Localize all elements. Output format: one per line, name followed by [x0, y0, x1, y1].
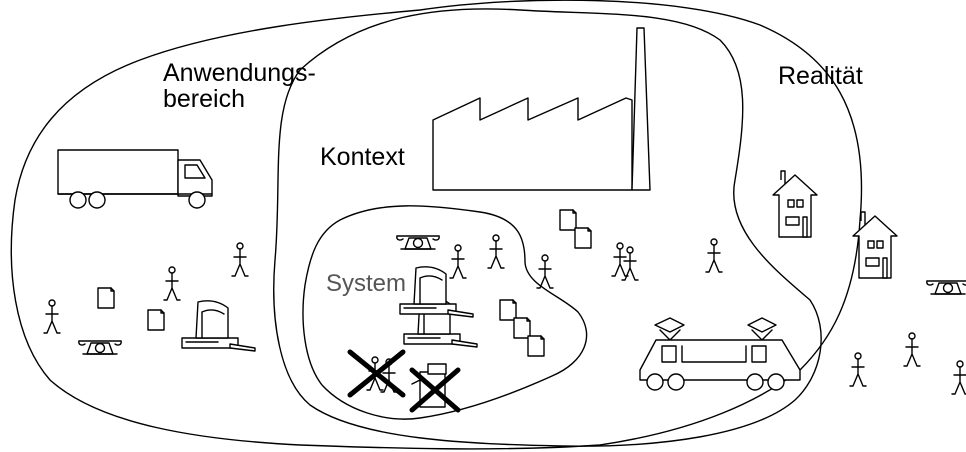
telephone-icon — [396, 235, 440, 250]
system-label: System — [326, 270, 406, 297]
person-icon — [951, 360, 966, 395]
kontext-region-outline — [273, 8, 822, 447]
document-icon — [527, 335, 545, 357]
telephone-icon — [78, 340, 122, 355]
person-icon — [611, 242, 629, 277]
person-icon — [449, 244, 467, 279]
realitaet-label: Realität — [778, 62, 863, 90]
document-icon — [513, 317, 531, 339]
factory-icon — [432, 27, 651, 191]
person-icon — [849, 352, 867, 387]
person-icon — [903, 332, 921, 367]
system-region-outline — [302, 205, 588, 420]
anwendungsbereich-label-line1: Anwendungs- — [163, 59, 316, 87]
document-icon — [574, 227, 592, 249]
train-icon — [639, 317, 801, 391]
document-icon — [499, 299, 517, 321]
computer-icon — [181, 300, 256, 352]
document-icon — [97, 287, 115, 309]
telephone-icon — [926, 280, 966, 295]
person-icon — [231, 242, 249, 277]
document-icon — [147, 309, 165, 331]
truck-icon — [57, 149, 213, 209]
person-icon — [705, 238, 723, 273]
realitaet-region-outline — [10, 0, 863, 450]
anwendungsbereich-label-line2: bereich — [163, 85, 245, 113]
document-icon — [559, 209, 577, 231]
person-icon — [43, 299, 61, 334]
kontext-label: Kontext — [320, 143, 405, 171]
person-icon — [487, 234, 505, 269]
person-icon — [536, 254, 554, 289]
person-icon — [163, 266, 181, 301]
house-icon — [772, 170, 818, 238]
removed-device-icon — [409, 363, 461, 413]
removed-people-icon — [347, 349, 406, 398]
